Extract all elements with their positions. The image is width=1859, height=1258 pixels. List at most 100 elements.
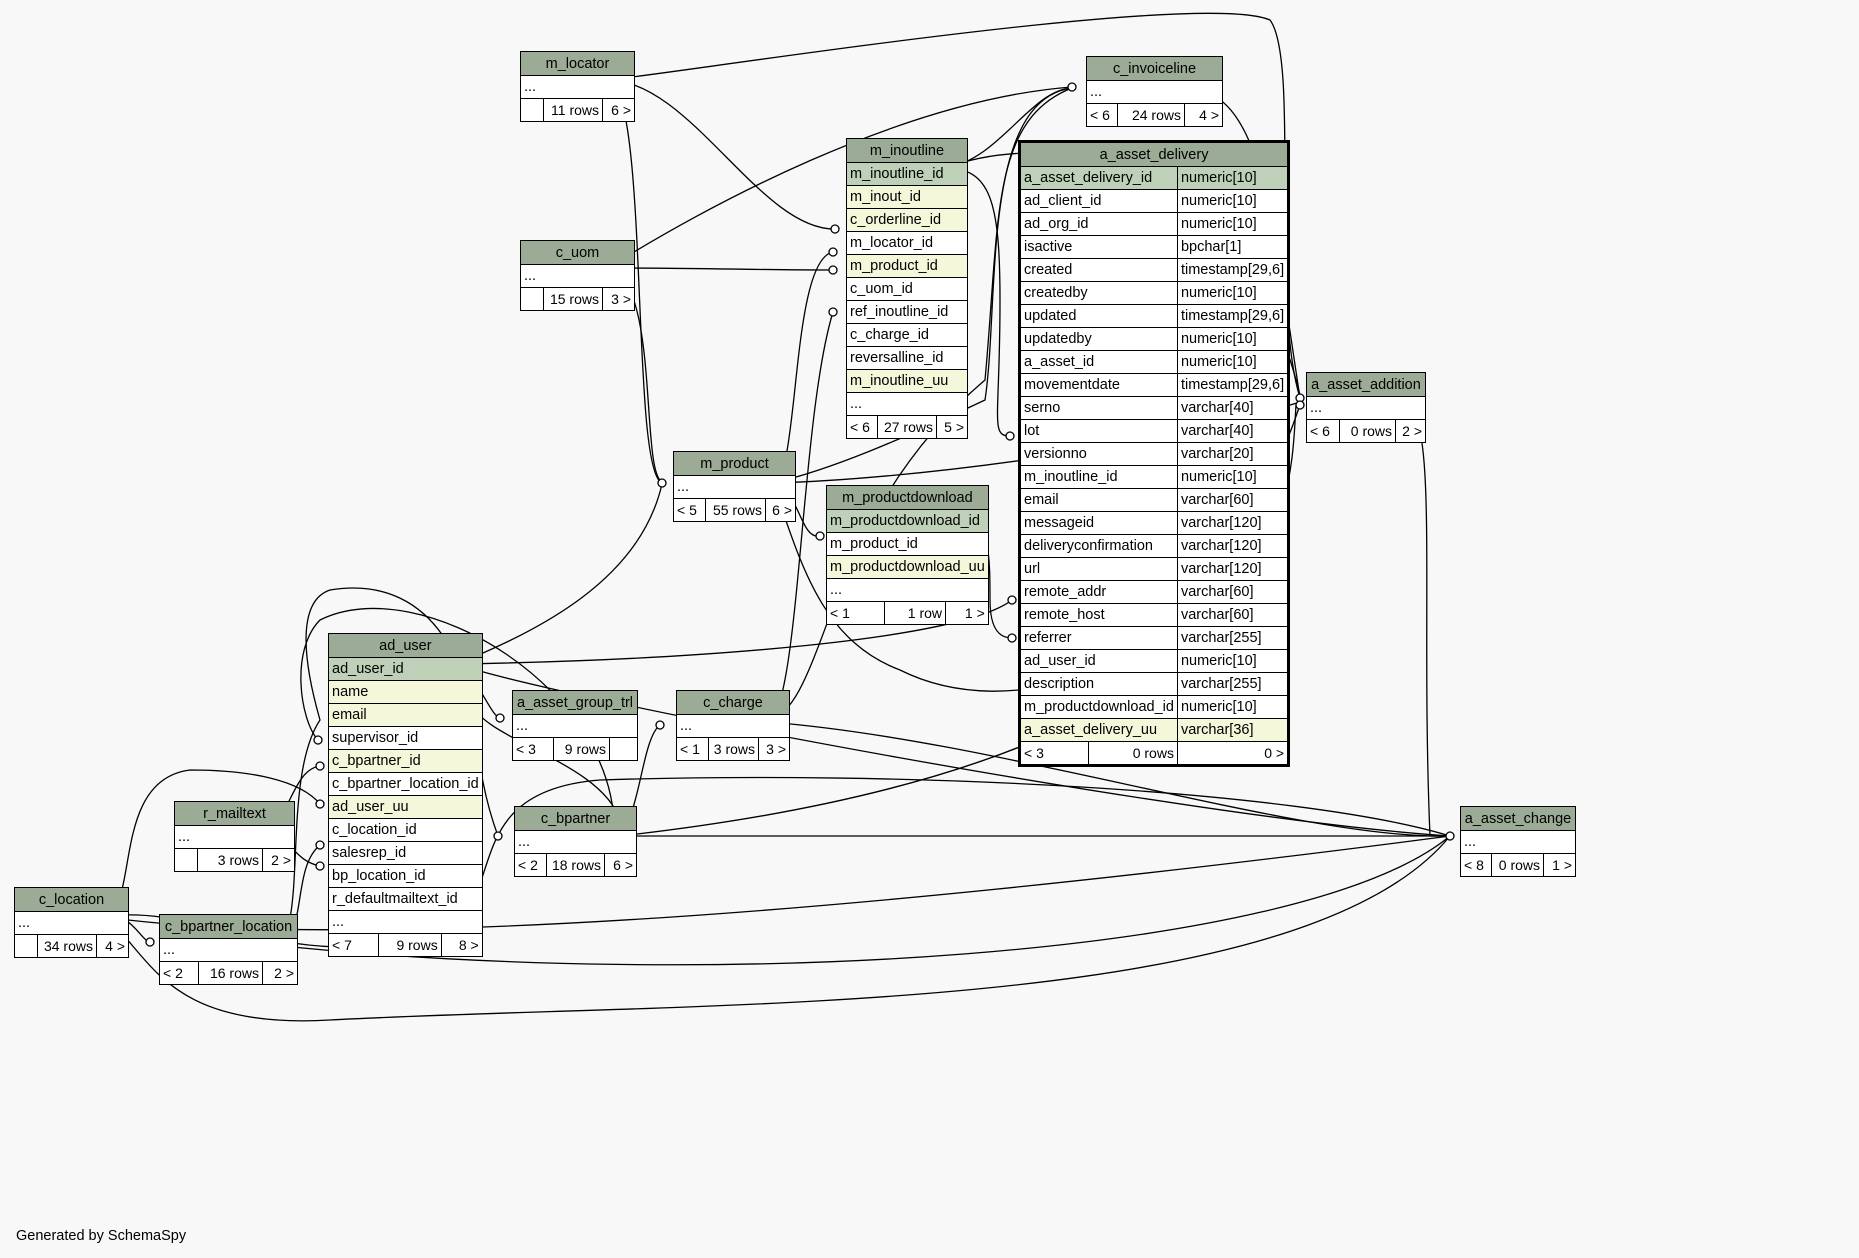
table-name[interactable]: ad_user bbox=[328, 633, 483, 658]
column-row[interactable]: ... bbox=[520, 264, 635, 288]
column-row[interactable]: ... bbox=[14, 911, 129, 935]
column-row[interactable]: c_orderline_id bbox=[846, 208, 968, 232]
column-row[interactable]: ... bbox=[673, 475, 796, 499]
table-name[interactable]: a_asset_delivery bbox=[1019, 142, 1289, 167]
table-name[interactable]: c_location bbox=[14, 887, 129, 912]
column-row[interactable]: c_bpartner_id bbox=[328, 749, 483, 773]
column-row[interactable]: m_inout_id bbox=[846, 185, 968, 209]
column-row[interactable]: ... bbox=[512, 714, 638, 738]
column-row[interactable]: ... bbox=[1086, 80, 1223, 104]
column-row[interactable]: salesrep_id bbox=[328, 841, 483, 865]
column-row[interactable]: ... bbox=[159, 938, 298, 962]
table-name[interactable]: c_charge bbox=[676, 690, 790, 715]
column-row[interactable]: c_charge_id bbox=[846, 323, 968, 347]
column-row[interactable]: reversalline_id bbox=[846, 346, 968, 370]
column-row[interactable]: name bbox=[328, 680, 483, 704]
table-name[interactable]: a_asset_addition bbox=[1306, 372, 1426, 397]
column-row[interactable]: ... bbox=[1306, 396, 1426, 420]
column-row[interactable]: ... bbox=[174, 825, 295, 849]
column-row[interactable]: m_productdownload_id bbox=[826, 509, 989, 533]
table-name[interactable]: c_bpartner bbox=[514, 806, 637, 831]
table-name[interactable]: r_mailtext bbox=[174, 801, 295, 826]
column-row[interactable]: ... bbox=[846, 392, 968, 416]
column-row[interactable]: ad_user_uu bbox=[328, 795, 483, 819]
table-name[interactable]: a_asset_group_trl bbox=[512, 690, 638, 715]
column-row[interactable]: ref_inoutline_id bbox=[846, 300, 968, 324]
column-row[interactable]: ... bbox=[1460, 830, 1576, 854]
connector-end bbox=[1007, 633, 1017, 643]
column-row[interactable]: ... bbox=[826, 578, 989, 602]
children-count: 2 > bbox=[1395, 419, 1426, 443]
row-count: 3 rows bbox=[197, 848, 263, 872]
column-row[interactable]: m_product_id bbox=[846, 254, 968, 278]
column-row[interactable]: c_location_id bbox=[328, 818, 483, 842]
table-name[interactable]: m_inoutline bbox=[846, 138, 968, 163]
table-name[interactable]: m_locator bbox=[520, 51, 635, 76]
column-row[interactable]: ... bbox=[520, 75, 635, 99]
column-row[interactable]: c_uom_id bbox=[846, 277, 968, 301]
table-name[interactable]: a_asset_change bbox=[1460, 806, 1576, 831]
column-row[interactable]: c_bpartner_location_id bbox=[328, 772, 483, 796]
column-row[interactable]: r_defaultmailtext_id bbox=[328, 887, 483, 911]
table-name[interactable]: c_bpartner_location bbox=[159, 914, 298, 939]
column-row[interactable]: ... bbox=[676, 714, 790, 738]
column-row[interactable]: m_locator_id bbox=[846, 231, 968, 255]
column-row[interactable]: supervisor_id bbox=[328, 726, 483, 750]
column-row[interactable]: ... bbox=[514, 830, 637, 854]
column-type: varchar[20] bbox=[1176, 442, 1289, 466]
column-row[interactable]: m_product_id bbox=[826, 532, 989, 556]
table-name[interactable]: m_productdownload bbox=[826, 485, 989, 510]
column-row[interactable]: m_productdownload_uu bbox=[826, 555, 989, 579]
column-row[interactable]: ... bbox=[328, 910, 483, 934]
column-row[interactable]: m_inoutline_uu bbox=[846, 369, 968, 393]
table-name[interactable]: m_product bbox=[673, 451, 796, 476]
column-row[interactable]: ad_user_id bbox=[328, 657, 483, 681]
column-row[interactable]: email bbox=[328, 703, 483, 727]
column-row[interactable]: m_inoutline_id bbox=[846, 162, 968, 186]
table-name[interactable]: c_uom bbox=[520, 240, 635, 265]
table-name[interactable]: c_invoiceline bbox=[1086, 56, 1223, 81]
column-row[interactable]: bp_location_id bbox=[328, 864, 483, 888]
